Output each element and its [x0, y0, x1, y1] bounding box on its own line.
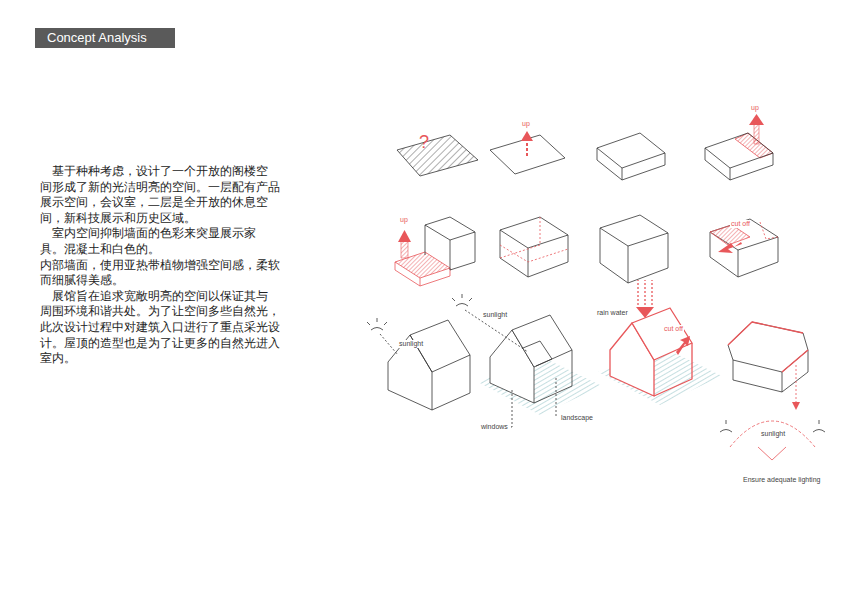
box [597, 133, 665, 180]
diagram-label: windows [480, 423, 509, 431]
diagram-label: sunlight [482, 311, 508, 319]
body-text: 展馆旨在追求宽敞明亮的空间以保证其与周围环境和谐共处。为了让空间多些自然光，此次… [40, 288, 280, 366]
house-windows [452, 294, 602, 427]
body-text: 室内空间抑制墙面的色彩来突显展示家具。混凝土和白色的。 [40, 225, 280, 256]
description: 基于种种考虑，设计了一个开放的阁楼空间形成了新的光洁明亮的空间。一层配有产品展示… [40, 163, 280, 366]
box-dashed [500, 217, 568, 277]
house-red [598, 280, 722, 405]
house-basic [367, 318, 470, 410]
diagram-label: sunlight [760, 430, 786, 438]
house-roof [720, 322, 825, 460]
up-arrow [526, 140, 528, 156]
body-text: 内部墙面，使用亚热带植物增强空间感，柔软而细腻得美感。 [40, 257, 280, 288]
diagram-label: landscape [560, 414, 594, 422]
diagram-label: up [750, 104, 760, 112]
diagram-label: Ensure adequate lighting [742, 476, 821, 484]
stepped-block [395, 217, 475, 286]
title-bar: Concept Analysis [35, 28, 175, 48]
diagram-label: up [399, 216, 409, 224]
diagram-label: up [521, 120, 531, 128]
diagram-label: ? [418, 133, 430, 153]
arrow-head [521, 131, 533, 141]
diagram-label: cut off [730, 220, 751, 228]
title: Concept Analysis [47, 30, 147, 45]
box-tall [600, 215, 668, 283]
diagram-label: sunlight [398, 340, 424, 348]
site-plane [397, 135, 478, 176]
box-raised [705, 114, 773, 180]
body-text: 基于种种考虑，设计了一个开放的阁楼空间形成了新的光洁明亮的空间。一层配有产品展示… [40, 163, 280, 225]
diagram-label: rain water [596, 309, 629, 317]
diagram-label: cut off [663, 325, 684, 333]
box-cut [710, 219, 778, 277]
